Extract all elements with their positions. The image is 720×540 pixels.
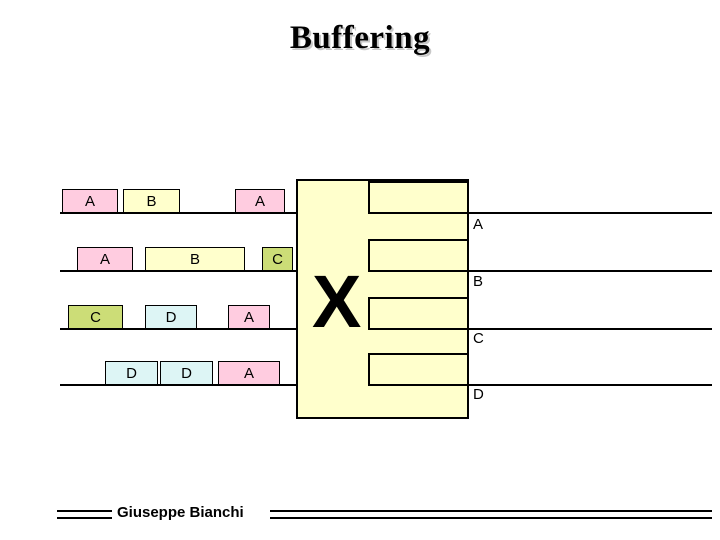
output-buffer-1 (368, 181, 469, 214)
packet-cell: C (68, 305, 123, 329)
output-port-label-d: D (473, 386, 484, 403)
packet-cell: D (145, 305, 197, 329)
packet-cell: A (77, 247, 133, 271)
packet-cell: A (228, 305, 270, 329)
output-port-label-c: C (473, 330, 484, 347)
packet-cell: A (235, 189, 285, 213)
packet-cell: A (62, 189, 118, 213)
packet-cell: D (105, 361, 158, 385)
packet-cell: D (160, 361, 213, 385)
output-buffer-3 (368, 297, 469, 330)
packet-cell: A (218, 361, 280, 385)
page-title: Buffering (289, 20, 431, 56)
packet-cell: B (123, 189, 180, 213)
output-buffer-4 (368, 353, 469, 386)
output-port-label-b: B (473, 273, 484, 290)
output-buffer-2 (368, 239, 469, 272)
footer-author: Giuseppe Bianchi (117, 504, 244, 521)
packet-cell: B (145, 247, 245, 271)
packet-cell: C (262, 247, 293, 271)
output-port-label-a: A (473, 216, 484, 233)
switch-crossbar-icon: X (312, 260, 362, 343)
